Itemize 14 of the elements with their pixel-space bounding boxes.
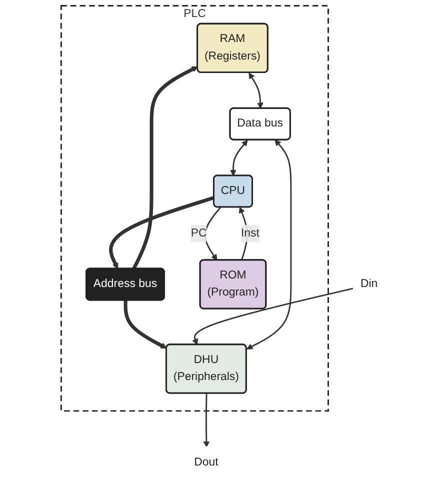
arrow xyxy=(192,288,354,346)
arrow xyxy=(204,206,222,261)
edge-label: Inst xyxy=(240,226,260,240)
arrow xyxy=(109,196,215,270)
arrow xyxy=(124,300,167,349)
arrow xyxy=(248,72,264,109)
arrow xyxy=(238,207,248,260)
arrow xyxy=(230,140,248,176)
arrow xyxy=(132,66,198,270)
arrow xyxy=(203,393,210,448)
node-text: Din xyxy=(360,278,378,290)
arrow xyxy=(246,140,292,350)
edge-label: PC xyxy=(190,226,207,240)
node-text: Dout xyxy=(194,456,218,468)
